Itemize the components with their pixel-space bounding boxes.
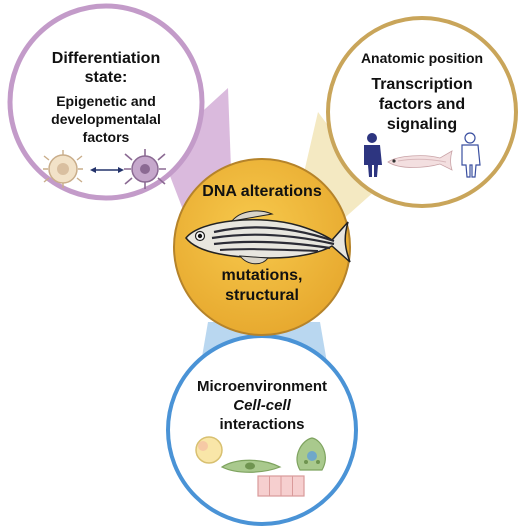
differentiation-line1: Differentiation	[51, 50, 161, 67]
zebrafish-icon	[185, 210, 351, 265]
microenvironment-line2: Cell-cell	[233, 397, 291, 414]
undifferentiated-cell-icon	[43, 150, 83, 188]
differentiation-line4: developmentalal	[51, 111, 161, 127]
anatomic-line3: factors and	[378, 96, 466, 113]
zebrafish-small-icon	[387, 150, 453, 171]
human-outline-icon	[461, 132, 481, 178]
differentiation-line5: factors	[82, 129, 130, 145]
differentiation-line2: state:	[84, 69, 128, 86]
microenvironment-line3: interactions	[219, 416, 305, 433]
differentiated-cell-icon	[124, 149, 166, 189]
differentiation-line3: Epigenetic and	[56, 93, 156, 109]
double-arrow-icon	[90, 167, 124, 173]
epithelium-icon	[257, 475, 305, 497]
anatomic-line4: signaling	[386, 116, 458, 133]
secretory-cell-icon	[296, 437, 326, 471]
differentiation-circle	[7, 3, 205, 201]
microenvironment-line1: Microenvironment	[196, 378, 328, 395]
dna-alterations-subtitle-line1: mutations,	[221, 267, 303, 284]
human-silhouette-icon	[364, 133, 382, 177]
dna-alterations-subtitle-line2: structural	[225, 287, 299, 304]
round-cell-icon	[195, 436, 223, 464]
anatomic-line1: Anatomic position	[360, 50, 484, 66]
anatomic-line2: Transcription	[371, 76, 473, 93]
spindle-cell-icon	[220, 459, 282, 473]
dna-alterations-title: DNA alterations	[202, 183, 322, 200]
